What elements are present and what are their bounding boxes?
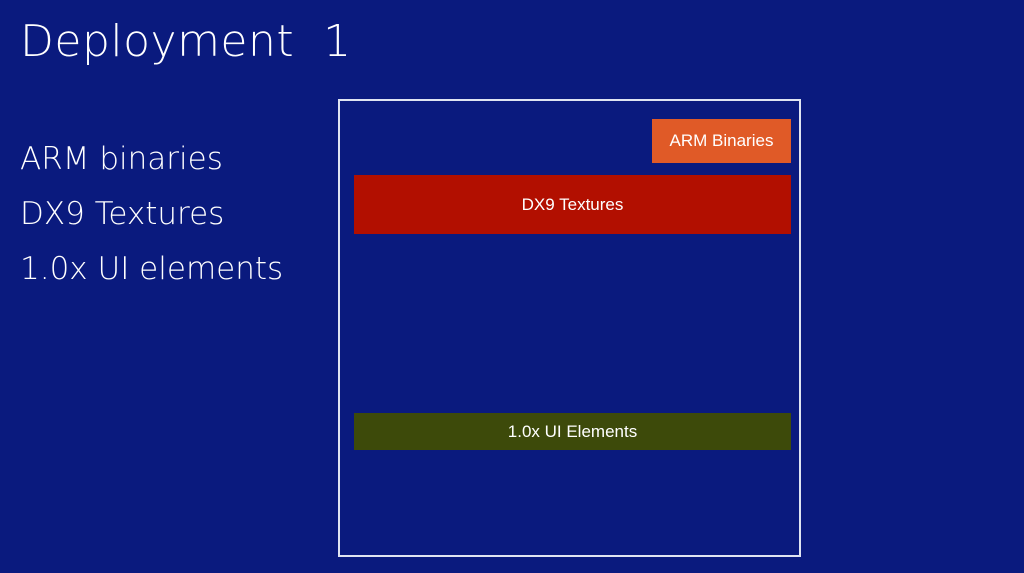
- bullet-ui-elements: 1.0x UI elements: [20, 251, 284, 287]
- bullet-arm-binaries: ARM binaries: [20, 141, 223, 177]
- ui-elements-block: 1.0x UI Elements: [354, 413, 791, 450]
- ui-elements-label: 1.0x UI Elements: [507, 421, 638, 441]
- arm-binaries-block: ARM Binaries: [652, 119, 791, 163]
- arm-binaries-label: ARM Binaries: [669, 131, 774, 150]
- dx9-textures-label: DX9 Textures: [521, 194, 624, 214]
- bullet-list: ARM binaries DX9 Textures 1.0x UI elemen…: [20, 138, 283, 303]
- package-frame: ARM Binaries DX9 Textures 1.0x UI Elemen…: [338, 99, 801, 557]
- dx9-textures-block: DX9 Textures: [354, 175, 791, 234]
- bullet-dx9-textures: DX9 Textures: [20, 196, 225, 232]
- slide-title: Deployment 1: [20, 16, 352, 67]
